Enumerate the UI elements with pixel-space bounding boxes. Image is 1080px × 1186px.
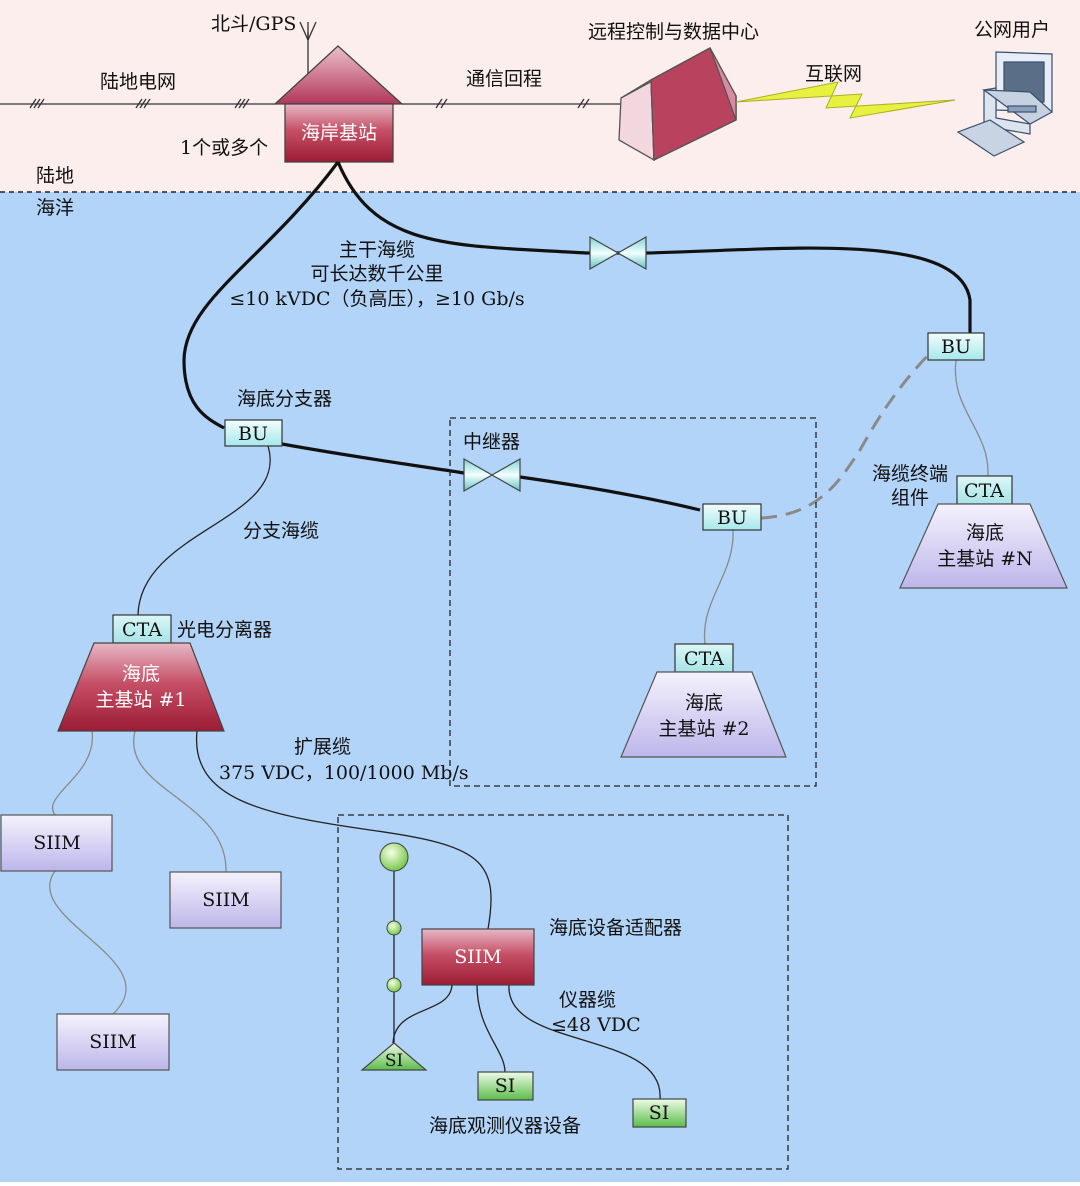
extension-cable xyxy=(195,730,492,930)
si-3-text: SI xyxy=(649,1102,670,1124)
trunk-cable-left xyxy=(182,161,340,430)
optoelectric-splitter-label: 光电分离器 xyxy=(177,619,272,641)
sensor-chain xyxy=(360,842,428,1071)
bu-n-text: BU xyxy=(941,336,971,358)
shore-station xyxy=(273,45,404,163)
cta-box-1 xyxy=(112,614,172,644)
extension-label-1: 扩展缆 xyxy=(294,736,351,758)
one-or-more-label: 1个或多个 xyxy=(180,137,268,159)
trunk-label-1: 主干海缆 xyxy=(339,239,415,261)
ocean-region-label: 海洋 xyxy=(36,197,74,219)
siim-cables xyxy=(49,730,227,1015)
bu-1-text: BU xyxy=(238,423,268,445)
control-center-building-icon xyxy=(618,47,737,162)
cable-termination-label-1: 海缆终端 xyxy=(872,463,948,485)
internet-lightning-icon xyxy=(735,81,956,119)
internet-label: 互联网 xyxy=(805,63,862,85)
station-branch-cables xyxy=(703,359,989,645)
extension-label-2: 375 VDC，100/1000 Mb/s xyxy=(219,762,469,784)
siim-box-3 xyxy=(56,1013,170,1071)
station-n-label-2: 主基站 #N xyxy=(937,548,1033,570)
subsea-station-1 xyxy=(57,642,225,732)
cta-2-text: CTA xyxy=(684,648,724,670)
si-2-text: SI xyxy=(495,1075,516,1097)
land-power-grid xyxy=(0,98,275,109)
station-n-label-1: 海底 xyxy=(966,522,1004,544)
backhaul-label: 通信回程 xyxy=(466,68,542,90)
siim-adapter-box xyxy=(421,928,535,986)
station-1-label-1: 海底 xyxy=(122,663,160,685)
planned-cable-dashed xyxy=(760,353,930,520)
bu-2-text: BU xyxy=(717,507,747,529)
instrument-cables xyxy=(392,984,661,1100)
station-1-label-2: 主基站 #1 xyxy=(95,689,186,711)
bu-box-n xyxy=(927,332,985,361)
siim-1-text: SIIM xyxy=(33,832,80,854)
land-background xyxy=(0,0,1080,192)
branching-unit-label: 海底分支器 xyxy=(237,388,332,410)
cta-n-text: CTA xyxy=(964,480,1004,502)
siim-adapter-text: SIIM xyxy=(454,946,501,968)
instruments-label: 海底观测仪器设备 xyxy=(429,1115,581,1137)
land-grid-label: 陆地电网 xyxy=(100,71,176,93)
land-region-label: 陆地 xyxy=(36,165,74,187)
bu-box-2 xyxy=(702,503,762,531)
station2-group-box xyxy=(449,417,817,787)
si-box-2 xyxy=(477,1071,534,1101)
station-2-label-1: 海底 xyxy=(685,692,723,714)
instrument-group-box xyxy=(337,814,789,1170)
adapter-label: 海底设备适配器 xyxy=(549,917,682,939)
trunk-cable-middle xyxy=(281,442,701,512)
siim-3-text: SIIM xyxy=(89,1031,136,1053)
trunk-label-2: 可长达数千公里 xyxy=(310,263,443,285)
branch-cable-label: 分支海缆 xyxy=(243,520,319,542)
repeater-top xyxy=(589,235,647,271)
instrument-cable-label-1: 仪器缆 xyxy=(559,989,616,1011)
subsea-station-n xyxy=(899,503,1068,589)
station-2-label-2: 主基站 #2 xyxy=(658,718,749,740)
public-users-label: 公网用户 xyxy=(974,19,1050,41)
bu-box-1 xyxy=(224,419,283,447)
computer-icon xyxy=(956,51,1054,157)
siim-2-text: SIIM xyxy=(202,889,249,911)
gps-antenna-icon xyxy=(299,21,317,74)
cable-termination-label-2: 组件 xyxy=(891,487,929,509)
backhaul-line xyxy=(402,98,622,109)
instrument-cable-label-2: ≤48 VDC xyxy=(551,1014,641,1036)
cta-box-n xyxy=(956,475,1013,505)
repeater-label: 中继器 xyxy=(463,431,520,453)
branch-cables xyxy=(137,445,271,616)
subsea-station-2 xyxy=(620,671,787,758)
trunk-label-3: ≤10 kVDC（负高压），≥10 Gb/s xyxy=(229,288,524,310)
control-center-label: 远程控制与数据中心 xyxy=(588,21,759,43)
si-1-text: SI xyxy=(385,1051,403,1071)
si-box-3 xyxy=(632,1098,687,1128)
repeater-middle xyxy=(463,457,521,493)
siim-box-2 xyxy=(169,871,282,929)
siim-box-1 xyxy=(0,814,113,872)
shore-station-label: 海岸基站 xyxy=(301,122,377,144)
beidou-gps-label: 北斗/GPS xyxy=(211,13,296,35)
cta-1-text: CTA xyxy=(122,619,162,641)
